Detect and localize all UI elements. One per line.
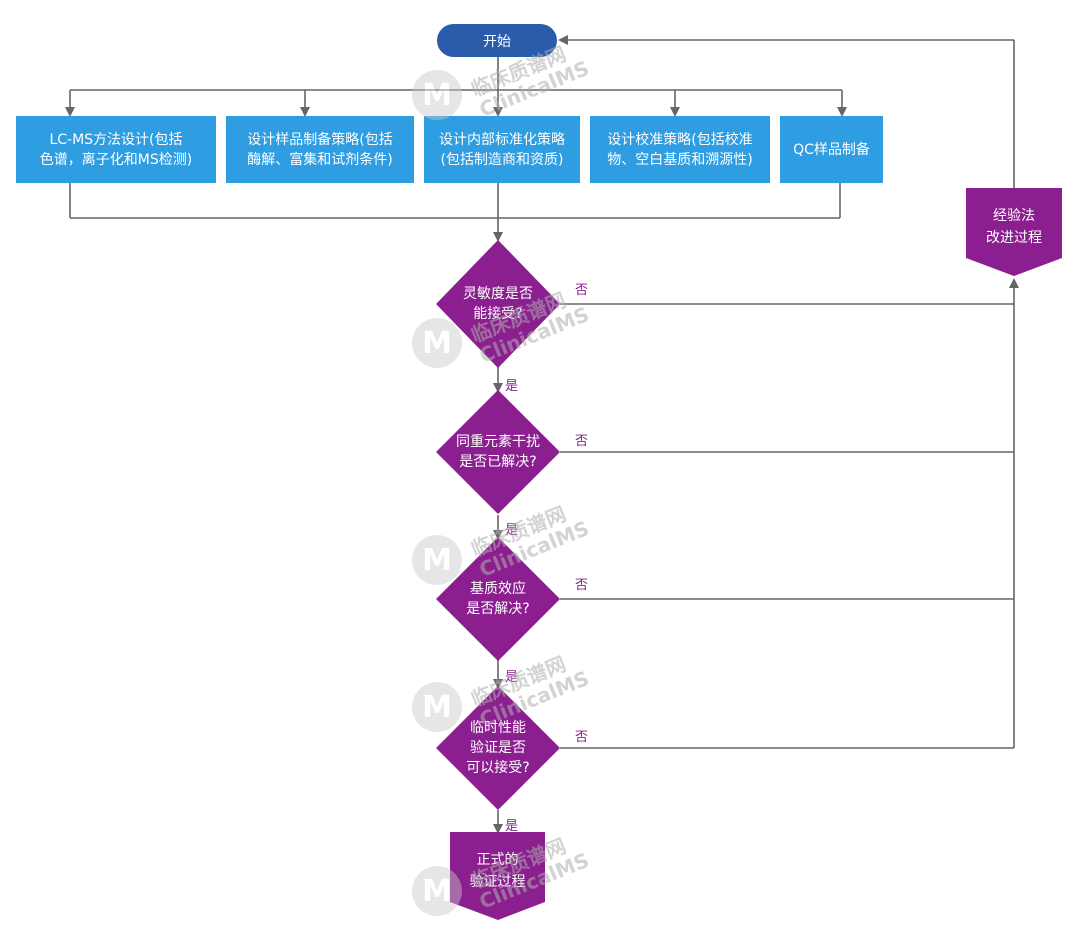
process-step-1-label: LC-MS方法设计(包括 色谱，离子化和MS检测) <box>39 131 193 168</box>
decision-3-yes-label: 是 <box>505 670 519 685</box>
process-step-5-label: QC样品制备 <box>793 141 870 158</box>
decision-4-label: 临时性能 验证是否 可以接受? <box>466 720 530 776</box>
decision-diamond-3 <box>436 537 560 661</box>
process-step-1: LC-MS方法设计(包括 色谱，离子化和MS检测) <box>16 116 216 183</box>
process-step-2-label: 设计样品制备策略(包括 酶解、富集和试剂条件) <box>247 131 393 168</box>
decision-diamond-1 <box>436 240 560 368</box>
decision-2-yes-label: 是 <box>505 523 519 538</box>
watermark-logo-icon: M <box>412 535 462 585</box>
process-step-5: QC样品制备 <box>780 116 883 183</box>
process-step-2: 设计样品制备策略(包括 酶解、富集和试剂条件) <box>226 116 414 183</box>
decision-2-label: 同重元素干扰 是否已解决? <box>456 434 540 470</box>
decision-3-no-label: 否 <box>575 578 589 593</box>
decision-1-no-label: 否 <box>575 283 589 298</box>
process-step-4-label: 设计校准策略(包括校准 物、空白基质和溯源性) <box>607 131 753 168</box>
process-step-3-label: 设计内部标准化策略 (包括制造商和资质) <box>439 131 565 168</box>
improve-shape <box>966 188 1062 276</box>
final-shape <box>450 832 545 920</box>
decision-4-yes-label: 是 <box>505 819 519 834</box>
start-terminal: 开始 <box>437 24 557 57</box>
watermark-logo-icon: M <box>412 682 462 732</box>
final-label: 正式的 验证过程 <box>469 852 526 890</box>
watermark-logo-icon: M <box>412 318 462 368</box>
decision-diamond-4 <box>436 686 560 810</box>
decision-1-label: 灵敏度是否 能接受? <box>463 286 533 322</box>
watermark-logo-icon: M <box>412 70 462 120</box>
decision-4-no-label: 否 <box>575 730 589 745</box>
process-step-4: 设计校准策略(包括校准 物、空白基质和溯源性) <box>590 116 770 183</box>
decision-2-no-label: 否 <box>575 434 589 449</box>
decision-1-yes-label: 是 <box>505 379 519 394</box>
start-label: 开始 <box>483 33 511 50</box>
decision-diamond-2 <box>436 390 560 514</box>
decision-3-label: 基质效应 是否解决? <box>466 581 530 617</box>
improve-label: 经验法 改进过程 <box>986 208 1042 246</box>
watermark-logo-icon: M <box>412 866 462 916</box>
process-step-3: 设计内部标准化策略 (包括制造商和资质) <box>424 116 580 183</box>
